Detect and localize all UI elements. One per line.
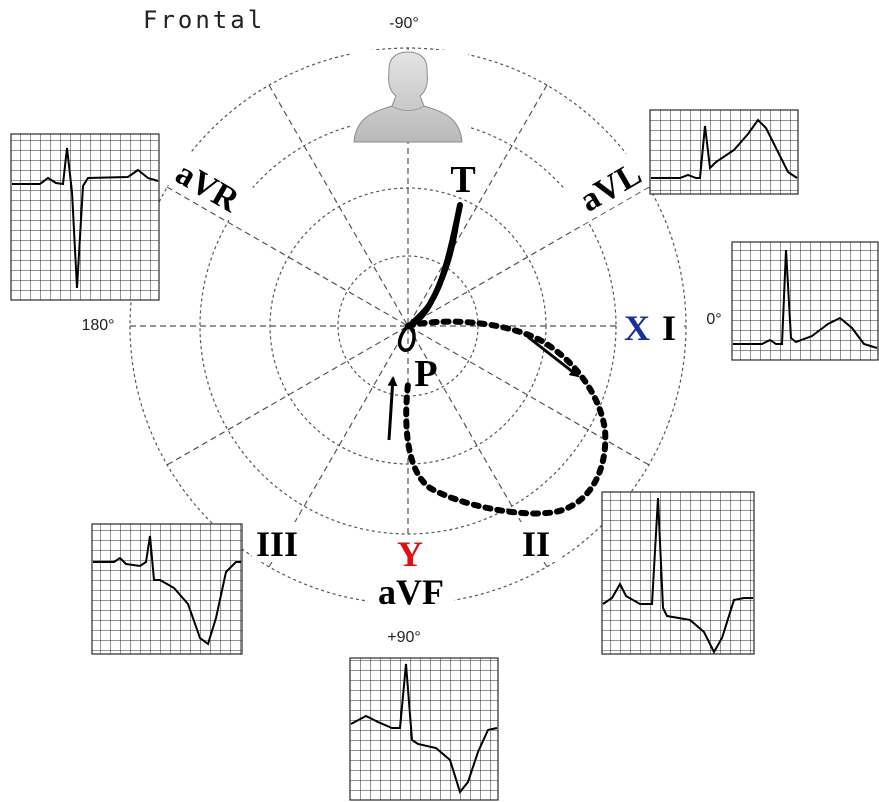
direction-arrow-icon [387,376,398,441]
ecg-trace-avr [12,147,159,289]
lead-label-iii: III [256,524,298,564]
t-loop-return [402,203,462,332]
spoke-120 [268,84,548,568]
angle-label-left: 180° [81,317,114,334]
spoke-60 [268,84,548,568]
lead-label-ii: II [522,524,550,564]
ecg-trace-ii [602,497,753,655]
qrs-loop [403,318,609,517]
ecg-panel-avl [649,109,799,195]
spoke-150 [166,186,650,466]
angle-label-right: 0° [706,311,721,328]
direction-arrow-icon [527,335,580,378]
ecg-panel-avr [10,133,160,301]
p-loop [397,323,416,352]
ecg-trace-iii [93,535,241,646]
angle-label-top: -90° [389,15,419,32]
ecg-panel-avf [349,657,499,801]
t-loop [405,202,463,329]
ecg-panel-i [731,241,879,361]
ecg-trace-i [733,249,878,349]
axis-label-x: X [624,308,650,348]
ecg-trace-avl [651,118,798,179]
t-wave-label: T [450,159,475,201]
ecg-panel-ii [601,491,755,655]
ecg-panel-iii [91,523,243,655]
view-title: Frontal [143,6,265,34]
axis-label-y: Y [397,534,423,574]
lead-label-i: I [662,308,676,348]
angle-label-bottom: +90° [387,629,421,646]
spoke-30 [166,186,650,466]
ecg-trace-avf [350,663,498,795]
human-torso-icon [352,50,468,143]
lead-label-avf: aVF [378,572,444,612]
p-wave-label: P [414,353,437,395]
